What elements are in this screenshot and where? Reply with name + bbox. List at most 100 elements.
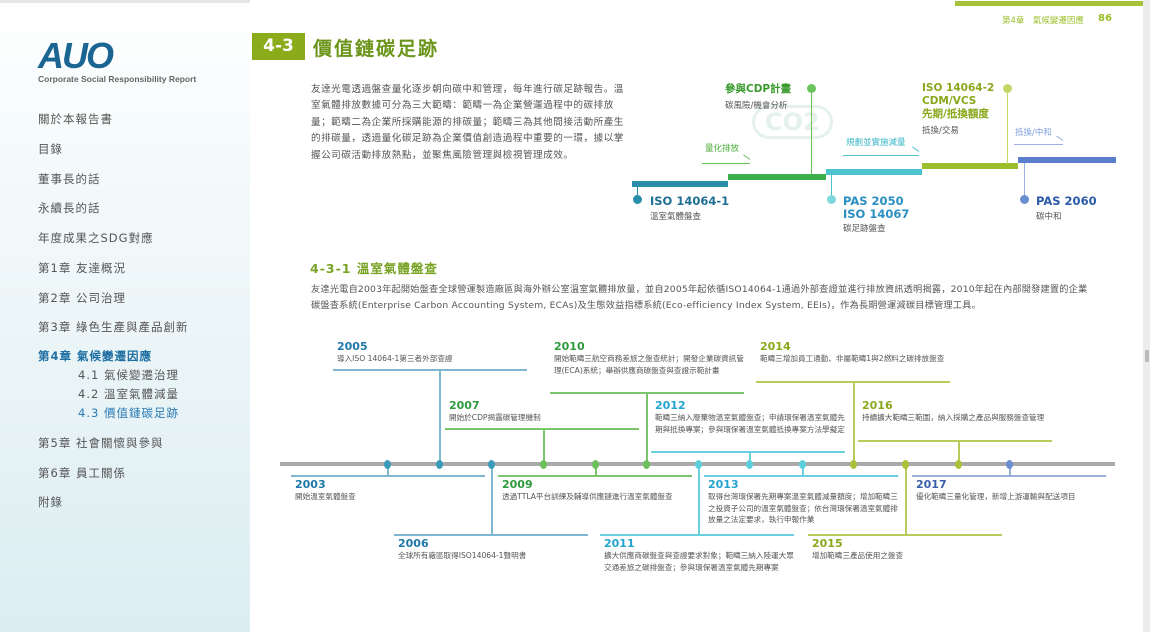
timeline-dot	[540, 460, 547, 469]
cdm-vcs-label: CDM/VCS	[922, 95, 977, 107]
timeline-text-2017: 優化範疇三量化管理，新增上游運輸與配送項目	[916, 492, 1076, 501]
nav-sdg[interactable]: 年度成果之SDG對應	[38, 231, 154, 245]
timeline-dot	[902, 460, 909, 469]
nav-ch1[interactable]: 第1章 友達概況	[38, 261, 126, 275]
roadmap-bar-4	[922, 163, 1018, 169]
roadmap-bar-1	[632, 181, 728, 187]
timeline-dot	[436, 460, 443, 469]
plan-reduce-label: 規劃並實施減量	[846, 138, 906, 148]
timeline-year-2017: 2017	[916, 478, 947, 491]
timeline-connector	[905, 464, 907, 534]
timeline-dot	[695, 460, 702, 469]
timeline-text-2015: 增加範疇三產品使用之盤查	[812, 551, 904, 560]
nav-ch4[interactable]: 第4章 氣候變遷因應	[38, 349, 153, 363]
arrow-icon	[1014, 144, 1063, 145]
arrow-icon	[843, 155, 919, 156]
milestone-dot	[807, 84, 816, 93]
timeline-bracket-line	[808, 534, 1002, 536]
timeline-connector	[802, 464, 804, 475]
timeline-text-2005: 導入ISO 14064-1第三者外部查證	[337, 354, 453, 363]
timeline-text-2009: 透過TTLA平台訓練及輔導供應鏈進行溫室氣體盤查	[502, 492, 673, 501]
pas2050-sub: 碳足跡盤查	[843, 224, 886, 234]
timeline-connector	[439, 369, 441, 464]
nav-ch5[interactable]: 第5章 社會關懷與參與	[38, 436, 164, 450]
nav-appendix[interactable]: 附錄	[38, 495, 63, 509]
timeline-text-2010: 開始範疇三航空商務差旅之盤查統計；開發企業碳資訊管理(ECA)系統；舉辦供應商碳…	[554, 354, 744, 375]
timeline-connector	[749, 451, 751, 464]
timeline-text-2007: 開始於CDP揭露碳管理機制	[449, 413, 541, 422]
nav-ch3[interactable]: 第3章 綠色生產與產品創新	[38, 320, 189, 334]
connector	[811, 92, 812, 174]
nav-contents[interactable]: 目錄	[38, 142, 63, 156]
timeline-year-2010: 2010	[554, 340, 585, 353]
timeline-text-2016: 持續擴大範疇三範圍，納入採購之產品與服務盤查管理	[862, 413, 1045, 422]
timeline-dot	[1006, 460, 1013, 469]
nav-ch6[interactable]: 第6章 員工關係	[38, 466, 126, 480]
pas2050-label: PAS 2050	[843, 194, 904, 208]
connector	[637, 187, 638, 197]
connector	[831, 175, 832, 197]
timeline-bracket-line	[291, 475, 485, 477]
arrow-icon	[702, 163, 750, 164]
logo-subtitle: Corporate Social Responsibility Report	[38, 74, 197, 84]
pas2060-sub: 碳中和	[1036, 212, 1062, 222]
timeline-bracket-line	[498, 475, 692, 477]
timeline-dot	[850, 460, 857, 469]
milestone-dot	[1003, 84, 1012, 93]
nav-4-3[interactable]: 4.3 價值鏈碳足跡	[78, 406, 179, 420]
offset-neutral-label: 抵換/中和	[1015, 128, 1052, 138]
credits-label: 先期/抵換額度	[922, 108, 989, 120]
page-number: 86	[1098, 13, 1112, 24]
timeline-text-2014: 範疇三增加員工通勤、非屬範疇1與2燃料之碳排放盤查	[760, 354, 945, 363]
connector	[1024, 163, 1025, 197]
iso14064-2-sub: 抵換/交易	[922, 126, 959, 136]
timeline-connector	[853, 381, 855, 464]
roadmap-bar-5	[1018, 157, 1116, 163]
chapter-label: 第4章 氣候變遷因應	[1002, 16, 1084, 26]
timeline-text-2011: 擴大供應商碳盤查與查證要求對象；範疇三納入陸運大眾交通差旅之碳排盤查；參與環保署…	[604, 551, 794, 572]
sidebar: AUO Corporate Social Responsibility Repo…	[0, 0, 250, 632]
timeline-text-2013: 取得台灣環保署先期專案溫室氣體減量額度；增加範疇三之投資子公司的溫室氣體盤查；依…	[708, 492, 898, 524]
timeline-dot	[643, 460, 650, 469]
timeline-dot	[746, 460, 753, 469]
timeline-bracket-line	[704, 475, 898, 477]
co2-cloud-icon: CO2	[752, 105, 833, 139]
scrollbar[interactable]	[1143, 0, 1150, 632]
nav-4-1[interactable]: 4.1 氣候變遷治理	[78, 368, 179, 382]
timeline-year-2016: 2016	[862, 399, 893, 412]
timeline-dot	[384, 460, 391, 469]
timeline-bracket-line	[394, 534, 588, 536]
roadmap-bar-3	[826, 169, 922, 175]
cdp-sub: 碳風險/機會分析	[725, 101, 788, 111]
milestone-dot	[1020, 195, 1029, 204]
timeline-year-2003: 2003	[295, 478, 326, 491]
quantify-label: 量化排放	[705, 144, 740, 154]
iso14064-1-sub: 溫室氣體盤查	[650, 212, 702, 222]
nav-4-2[interactable]: 4.2 溫室氣體減量	[78, 387, 179, 401]
timeline-connector	[958, 440, 960, 464]
timeline-text-2003: 開始溫室氣體盤查	[295, 492, 356, 501]
timeline-connector	[387, 464, 389, 475]
iso14067-label: ISO 14067	[843, 207, 910, 221]
timeline-connector	[1009, 464, 1011, 475]
timeline-year-2011: 2011	[604, 537, 635, 550]
timeline-year-2015: 2015	[812, 537, 843, 550]
timeline-year-2009: 2009	[502, 478, 533, 491]
roadmap-bar-2	[728, 174, 826, 180]
timeline-year-2006: 2006	[398, 537, 429, 550]
timeline-text-2006: 全球所有廠區取得ISO14064-1聲明書	[398, 551, 527, 560]
nav-chairman[interactable]: 董事長的話	[38, 172, 101, 186]
timeline-bracket-line	[333, 369, 527, 371]
nav-about-report[interactable]: 關於本報告書	[38, 112, 113, 126]
timeline-year-2007: 2007	[449, 399, 480, 412]
timeline-dot	[799, 460, 806, 469]
timeline-bracket-line	[858, 440, 1052, 442]
nav-ch2[interactable]: 第2章 公司治理	[38, 291, 126, 305]
iso14064-1-label: ISO 14064-1	[650, 194, 730, 208]
page-title: 價值鏈碳足跡	[313, 38, 440, 60]
header-accent-bar	[955, 1, 1143, 6]
nav-cso[interactable]: 永續長的話	[38, 201, 101, 215]
timeline-text-2012: 範疇三納入廢棄物溫室氣體盤查；申請環保署溫室氣體先期與抵換專案；參與環保署溫室氣…	[655, 413, 845, 434]
cdp-label: 參與CDP計畫	[725, 83, 792, 95]
scrollbar-thumb[interactable]	[1145, 350, 1149, 362]
